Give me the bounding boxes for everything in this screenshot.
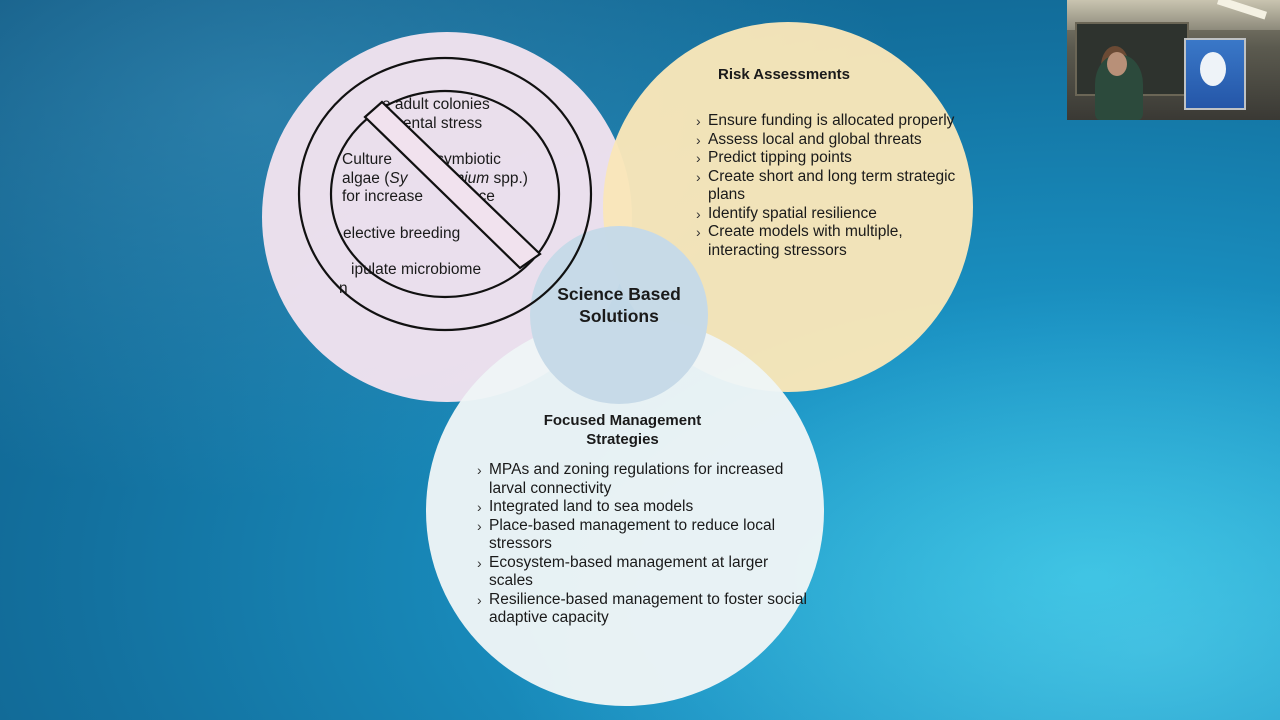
webcam-presenter-face	[1107, 52, 1127, 76]
fragment: n	[339, 279, 348, 297]
list-item: Identify spatial resilience	[696, 205, 966, 224]
webcam-screen-image	[1200, 52, 1226, 86]
bottom-circle-list: MPAs and zoning regulations for increase…	[477, 461, 807, 628]
fragment: e adult colonies	[382, 96, 490, 113]
fragment: elective breeding	[343, 224, 461, 242]
list-item: Predict tipping points	[696, 149, 966, 168]
list-item: Ecosystem-based management at larger sca…	[477, 554, 807, 591]
bottom-circle-heading: Focused Management Strategies	[543, 412, 702, 448]
list-item: MPAs and zoning regulations for increase…	[477, 461, 807, 498]
list-item: Place-based management to reduce local s…	[477, 517, 807, 554]
fragment: for increase	[342, 188, 423, 205]
list-item: Integrated land to sea models	[477, 498, 807, 517]
list-item: elective breeding	[330, 225, 565, 244]
list-item: Create models with multiple, interacting…	[696, 223, 966, 260]
list-item: Resilience-based management to foster so…	[477, 591, 807, 628]
center-title: Science Based Solutions	[557, 284, 681, 326]
fragment: mental stress	[390, 114, 483, 132]
fragment: spp.)	[489, 169, 528, 187]
list-item: e adult colonies mental stress	[330, 96, 565, 133]
list-item: Create short and long term strategic pla…	[696, 168, 966, 205]
list-item: Assess local and global threats	[696, 131, 966, 150]
center-circle	[530, 226, 708, 404]
fragment: Sy	[389, 169, 408, 187]
list-item: ipulate microbiome n	[330, 261, 565, 298]
list-item: Ensure funding is allocated properly	[696, 112, 966, 131]
fragment: symbiotic	[436, 151, 501, 168]
right-circle-heading: Risk Assessments	[717, 66, 851, 83]
webcam-video-thumbnail	[1067, 0, 1280, 120]
fragment: Culture	[342, 151, 392, 168]
webcam-projector-screen	[1184, 38, 1246, 110]
fragment: algae (	[342, 169, 390, 187]
no-symbol-icon	[297, 56, 593, 332]
right-circle-list: Ensure funding is allocated properly Ass…	[696, 112, 966, 260]
fragment: ipulate microbiome	[351, 261, 482, 278]
